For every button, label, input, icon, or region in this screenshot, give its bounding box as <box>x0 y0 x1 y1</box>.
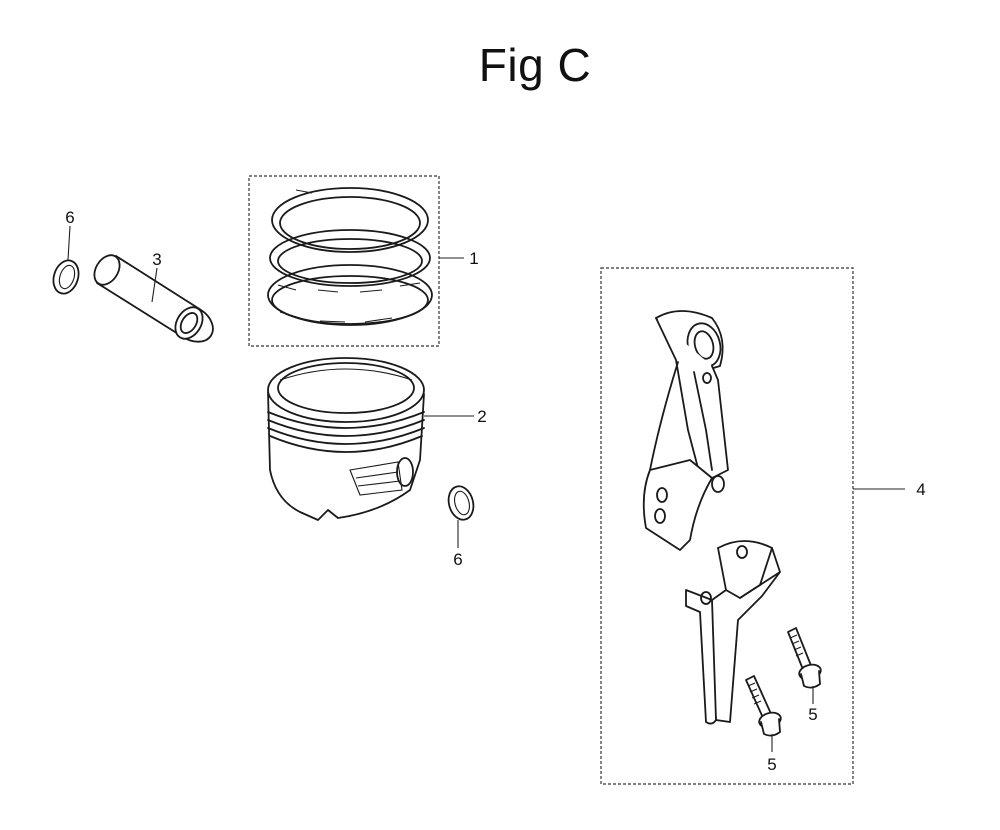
callout-connecting-rod-set: 4 <box>916 480 925 499</box>
connecting-rod <box>642 310 729 551</box>
connecting-rod-bolt-lower <box>745 675 782 737</box>
piston-pin-clip-left <box>52 259 80 295</box>
callout-piston: 2 <box>477 407 486 426</box>
piston-ring-set <box>267 187 433 326</box>
leader-piston-pin <box>151 267 158 303</box>
connecting-rod-set-outline <box>600 267 854 785</box>
piston-pin-clip-right <box>447 485 475 521</box>
ring-set-outline <box>248 175 440 347</box>
callout-clip-right: 6 <box>453 550 462 569</box>
callout-bolt-right: 5 <box>808 705 817 724</box>
callout-ring-set: 1 <box>469 249 478 268</box>
callout-bolt-lower: 5 <box>767 755 776 774</box>
callout-clip-left: 6 <box>65 208 74 227</box>
piston-pin <box>93 254 214 343</box>
callout-piston-pin: 3 <box>152 250 161 269</box>
connecting-rod-cap <box>685 540 781 725</box>
piston <box>267 357 425 521</box>
connecting-rod-bolt-right <box>787 627 822 689</box>
figure-title: Fig C <box>478 39 592 91</box>
leader-clip-left <box>67 225 71 261</box>
